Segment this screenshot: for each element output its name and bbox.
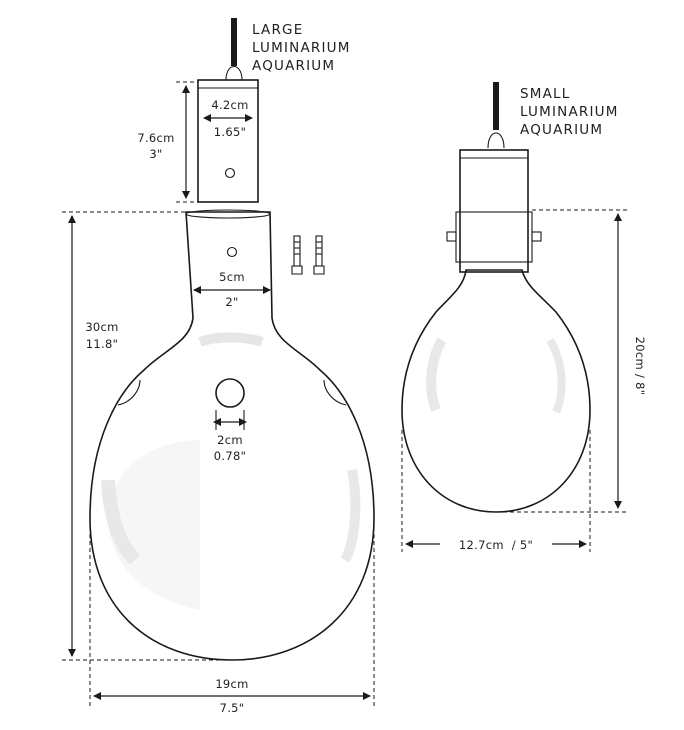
small-hanger-loop xyxy=(487,132,505,149)
cap-width-in: 1.65" xyxy=(214,125,246,139)
small-title-line-3: AQUARIUM xyxy=(520,122,603,138)
large-glass-bulb xyxy=(89,209,375,661)
neck-screw-hole xyxy=(226,246,238,258)
neck-width-in: 2" xyxy=(225,295,238,309)
large-height-in: 11.8" xyxy=(86,337,118,351)
hole-width-cm: 2cm xyxy=(217,433,243,447)
large-width-in: 7.5" xyxy=(220,701,245,715)
large-title-line-2: LUMINARIUM xyxy=(252,40,351,56)
small-height-label: 20cm / 8" xyxy=(633,337,647,396)
feeding-hole xyxy=(215,378,245,408)
cap-height-cm: 7.6cm xyxy=(137,131,174,145)
large-cap xyxy=(197,79,259,203)
small-aquarium: 20cm / 8" 12.7cm / 5" SMALL LUMINARIUM A… xyxy=(401,82,647,552)
screws-icon xyxy=(291,235,325,275)
cap-screw-hole xyxy=(224,167,236,179)
large-width-cm: 19cm xyxy=(215,677,248,691)
hole-width-in: 0.78" xyxy=(214,449,246,463)
large-height-cm: 30cm xyxy=(85,320,118,334)
large-title-line-1: LARGE xyxy=(252,22,303,38)
cap-width-cm: 4.2cm xyxy=(211,98,248,112)
large-title-line-3: AQUARIUM xyxy=(252,58,335,74)
small-width-label: 12.7cm / 5" xyxy=(459,538,533,552)
small-title-line-2: LUMINARIUM xyxy=(520,104,619,120)
small-glass-bulb xyxy=(401,269,591,513)
neck-width-cm: 5cm xyxy=(219,270,245,284)
small-cap xyxy=(446,149,542,273)
cap-height-in: 3" xyxy=(149,147,162,161)
large-aquarium: 4.2cm 1.65" 7.6cm 3" xyxy=(62,18,375,715)
small-title-line-1: SMALL xyxy=(520,86,571,102)
large-hanger-loop xyxy=(225,65,243,81)
